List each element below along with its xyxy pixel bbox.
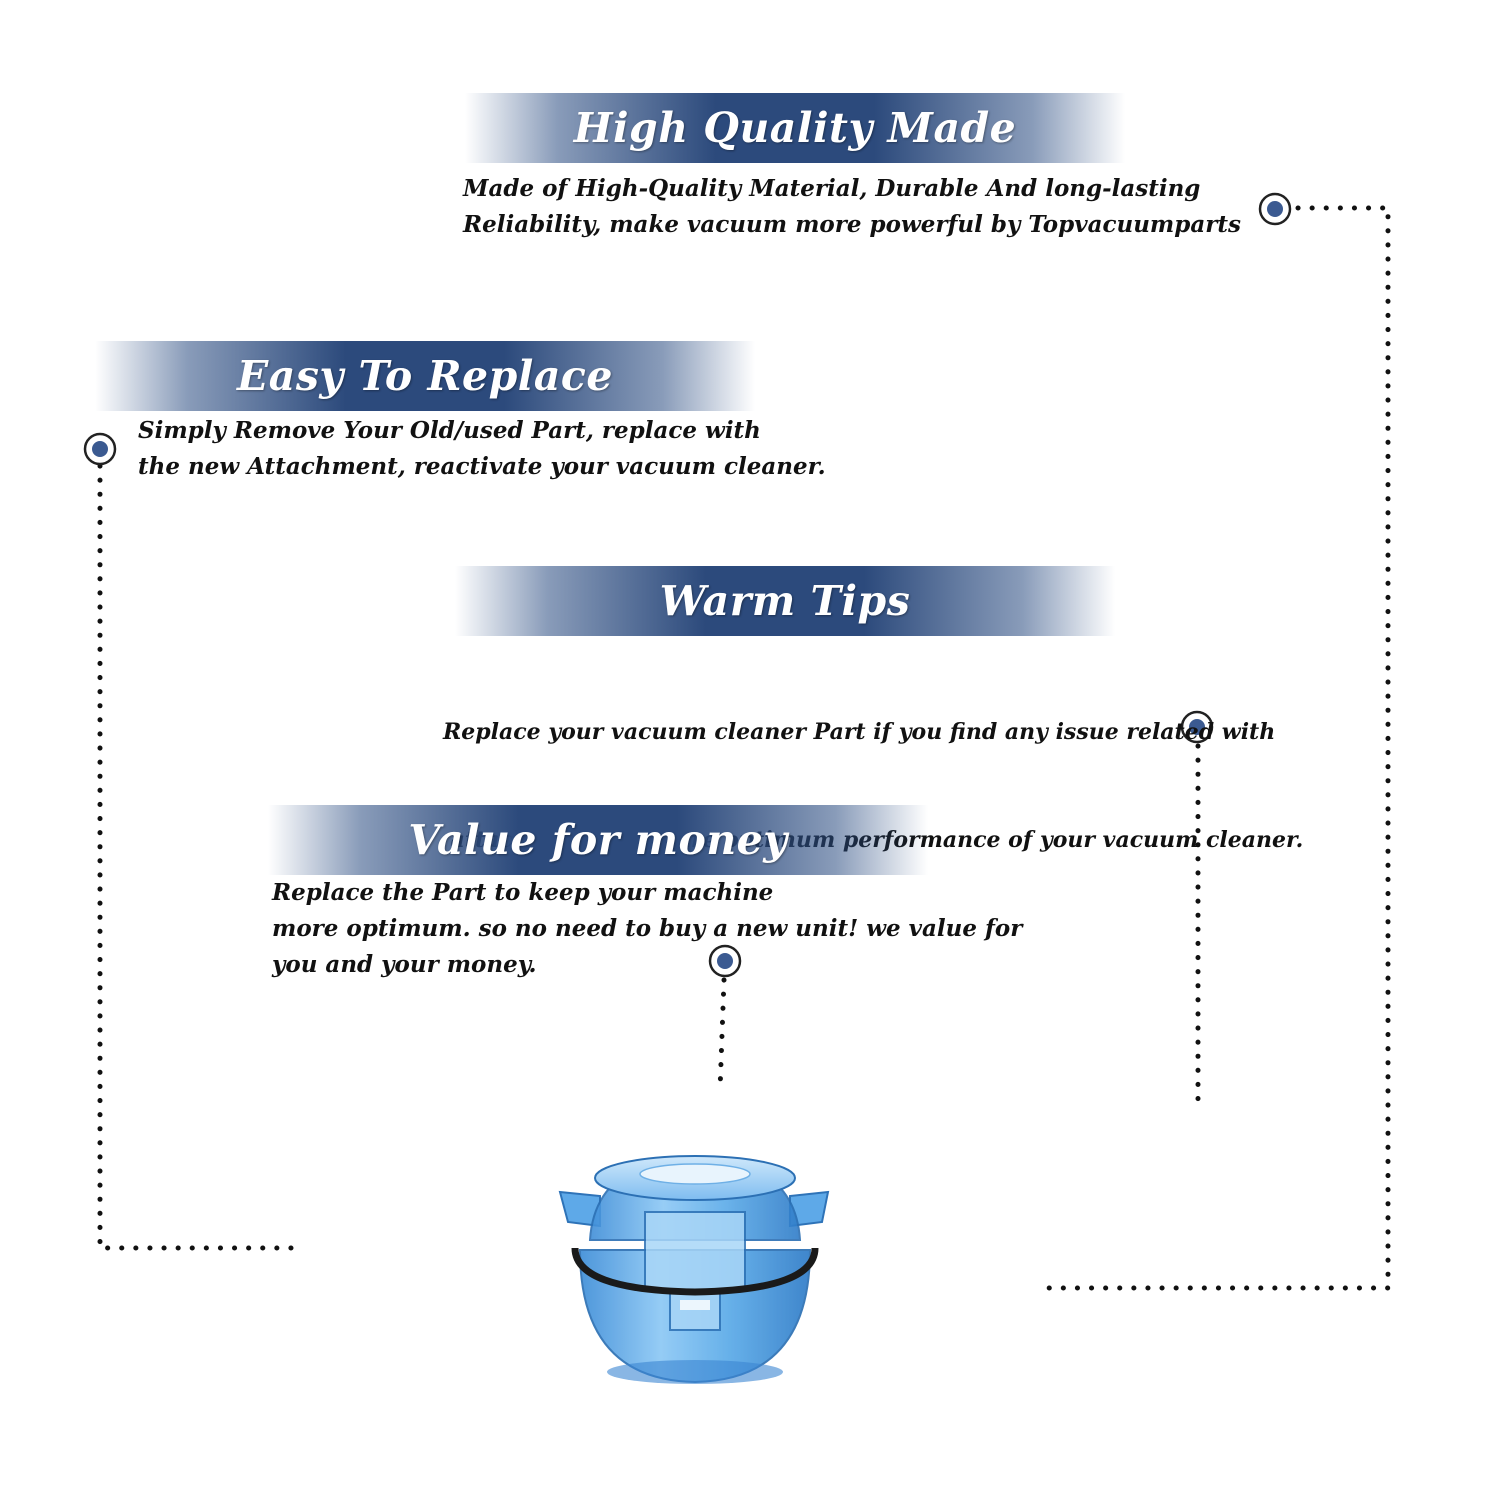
connector-easy-replace	[97, 463, 301, 1251]
desc-line: you and your money.	[272, 951, 537, 978]
desc-line: Simply Remove Your Old/used Part, replac…	[138, 417, 761, 444]
connector-value-money	[717, 977, 727, 1093]
marker-value-money	[708, 944, 742, 978]
title-easy-replace: Easy To Replace	[237, 352, 613, 400]
desc-line: Replace the Part to keep your machine	[272, 879, 774, 906]
banner-value-money: Value for money	[268, 805, 928, 875]
marker-warm-tips	[1180, 710, 1214, 744]
vacuum-cup-lid-icon	[558, 1155, 830, 1384]
desc-line: Made of High-Quality Material, Durable A…	[463, 175, 1201, 202]
banner-easy-replace: Easy To Replace	[95, 341, 755, 411]
desc-line: Reliability, make vacuum more powerful b…	[463, 211, 1241, 238]
title-high-quality: High Quality Made	[573, 104, 1017, 152]
desc-easy-replace: Simply Remove Your Old/used Part, replac…	[138, 413, 826, 485]
desc-value-money: Replace the Part to keep your machine mo…	[272, 875, 1022, 983]
marker-high-quality	[1258, 192, 1292, 226]
banner-high-quality: High Quality Made	[465, 93, 1125, 163]
desc-line: the new Attachment, reactivate your vacu…	[138, 453, 826, 480]
desc-line: more optimum. so no need to buy a new un…	[272, 915, 1023, 942]
desc-high-quality: Made of High-Quality Material, Durable A…	[463, 171, 1241, 243]
title-warm-tips: Warm Tips	[659, 577, 911, 625]
title-value-money: Value for money	[408, 816, 788, 864]
desc-line: Replace your vacuum cleaner Part if you …	[443, 719, 1276, 745]
banner-warm-tips: Warm Tips	[455, 566, 1115, 636]
marker-easy-replace	[83, 432, 117, 466]
